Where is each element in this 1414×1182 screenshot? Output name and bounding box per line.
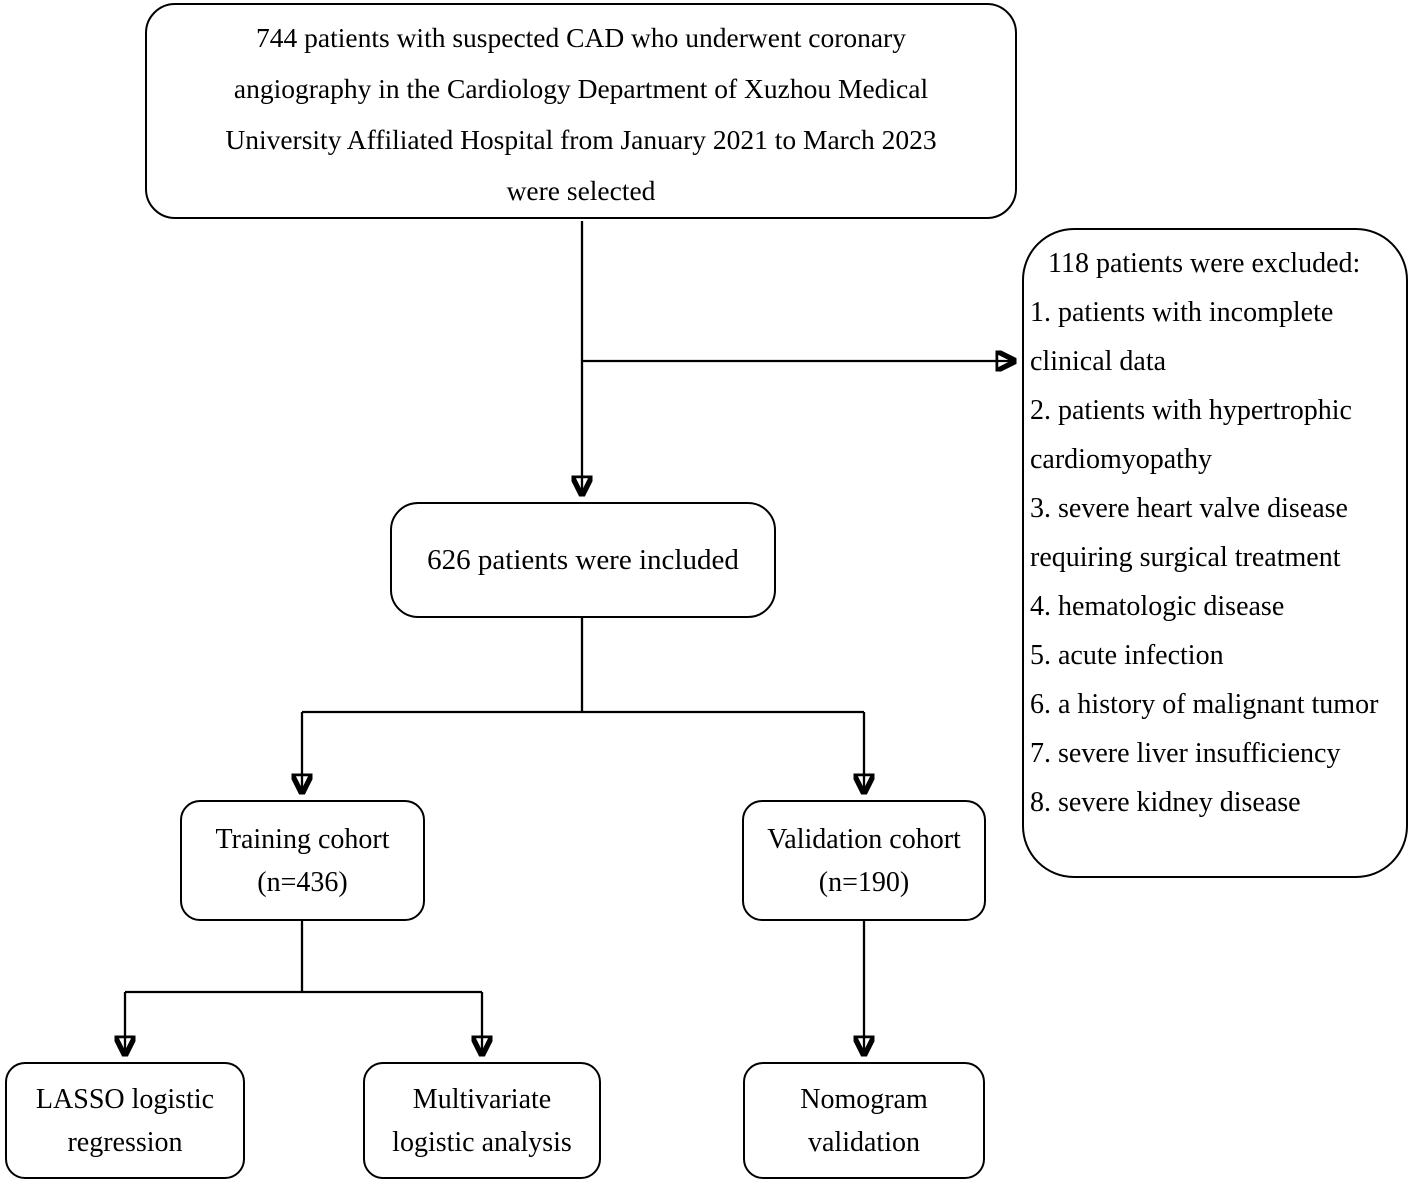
- multivariate-line: Multivariate: [412, 1083, 552, 1115]
- box-included-patients: 626 patients were included: [390, 502, 776, 618]
- box-nomogram-validation: Nomogram validation: [743, 1062, 985, 1179]
- excluded-title: 118 patients were excluded:: [1048, 248, 1361, 279]
- selected-patients-line: angiography in the Cardiology Department…: [233, 73, 929, 104]
- excluded-item-4: 4. hematologic disease: [1030, 591, 1285, 622]
- excluded-item-2: 2. patients with hypertrophic cardiomyop…: [1030, 395, 1352, 475]
- selected-patients-line: were selected: [506, 175, 656, 206]
- validation-cohort-label: Validation cohort: [767, 823, 961, 855]
- excluded-item-5: 5. acute infection: [1030, 640, 1224, 671]
- box-excluded-patients: 118 patients were excluded: 1. patients …: [1022, 228, 1408, 878]
- lasso-line: regression: [67, 1126, 183, 1158]
- lasso-line: LASSO logistic: [35, 1083, 215, 1115]
- selected-patients-line: 744 patients with suspected CAD who unde…: [256, 22, 906, 53]
- excluded-item-6: 6. a history of malignant tumor: [1030, 689, 1379, 720]
- multivariate-line: logistic analysis: [392, 1126, 572, 1158]
- box-training-cohort: Training cohort (n=436): [180, 800, 425, 921]
- excluded-item-7: 7. severe liver insufficiency: [1030, 738, 1341, 769]
- box-multivariate-analysis: Multivariate logistic analysis: [363, 1062, 601, 1179]
- excluded-item-3: 3. severe heart valve disease requiring …: [1030, 493, 1348, 573]
- included-patients-text: 626 patients were included: [427, 543, 739, 576]
- nomogram-line: Nomogram: [800, 1083, 928, 1115]
- training-cohort-label: Training cohort: [215, 823, 390, 855]
- selected-patients-line: University Affiliated Hospital from Janu…: [225, 124, 937, 155]
- training-cohort-count: (n=436): [257, 866, 348, 898]
- validation-cohort-count: (n=190): [818, 866, 910, 898]
- excluded-item-8: 8. severe kidney disease: [1030, 787, 1301, 818]
- excluded-item-1: 1. patients with incomplete clinical dat…: [1030, 297, 1334, 377]
- nomogram-line: validation: [808, 1126, 920, 1158]
- box-selected-patients: 744 patients with suspected CAD who unde…: [145, 3, 1017, 219]
- box-lasso-regression: LASSO logistic regression: [5, 1062, 245, 1179]
- box-validation-cohort: Validation cohort (n=190): [742, 800, 986, 921]
